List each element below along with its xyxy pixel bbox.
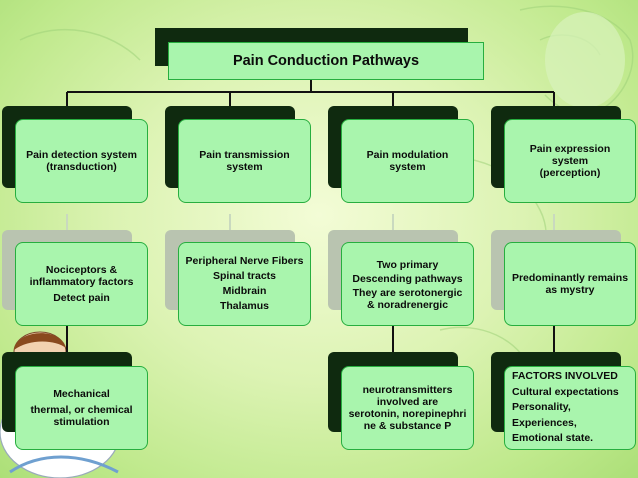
header-line: system (226, 161, 263, 173)
bottom-line: Cultural expectations (512, 385, 619, 398)
mid-line: Thalamus (219, 300, 269, 312)
bottom-line: Personality, (512, 401, 571, 414)
bottom-line: serotonin, norepinephri (348, 408, 467, 420)
mid-line: & noradrenergic (366, 299, 449, 311)
bottom-line: ne & substance P (363, 420, 452, 432)
mid-expression-mystery: Predominantly remains as mystry (504, 242, 636, 326)
header-detection-system: Pain detection system (transduction) (15, 119, 148, 203)
header-line: Pain transmission (199, 149, 290, 161)
header-line: (perception) (539, 167, 601, 179)
header-transmission-system: Pain transmission system (178, 119, 311, 203)
bottom-factors-involved: FACTORS INVOLVED Cultural expectations P… (504, 366, 636, 450)
header-line: Pain expression system (529, 143, 611, 167)
mid-line: They are serotonergic (352, 287, 463, 299)
title-text: Pain Conduction Pathways (232, 53, 420, 69)
mid-line: Spinal tracts (212, 270, 277, 282)
header-line: Pain detection system (26, 149, 137, 161)
mid-line: Descending pathways (352, 273, 463, 285)
header-line: (transduction) (46, 161, 117, 173)
mid-line: Peripheral Nerve Fibers (185, 255, 304, 267)
bottom-line: neurotransmitters (362, 384, 453, 396)
bottom-line: Emotional state. (512, 432, 594, 445)
mid-line: Two primary (376, 259, 439, 271)
header-line: Pain modulation (366, 149, 449, 161)
mid-nociceptors: Nociceptors & inflammatory factors Detec… (15, 242, 148, 326)
bottom-line: involved are (376, 396, 439, 408)
bottom-line: Mechanical (53, 388, 110, 400)
mid-line: Nociceptors & (45, 264, 118, 276)
diagram-title: Pain Conduction Pathways (168, 42, 484, 80)
header-expression-system: Pain expression system (perception) (504, 119, 636, 203)
bottom-line: stimulation (53, 416, 110, 428)
bottom-stimulation: Mechanical thermal, or chemical stimulat… (15, 366, 148, 450)
mid-line: as mystry (545, 284, 595, 296)
mid-line: Midbrain (222, 285, 267, 297)
bottom-line: thermal, or chemical (30, 404, 133, 416)
bottom-neurotransmitters: neurotransmitters involved are serotonin… (341, 366, 474, 450)
mid-line: inflammatory factors (29, 276, 134, 288)
bottom-line: Experiences, (512, 416, 577, 429)
mid-line: Predominantly remains (511, 272, 629, 284)
mid-line: Detect pain (53, 292, 110, 304)
header-line: system (389, 161, 426, 173)
mid-nerve-pathways: Peripheral Nerve Fibers Spinal tracts Mi… (178, 242, 311, 326)
header-modulation-system: Pain modulation system (341, 119, 474, 203)
mid-descending-pathways: Two primary Descending pathways They are… (341, 242, 474, 326)
bottom-line: FACTORS INVOLVED (512, 370, 618, 383)
